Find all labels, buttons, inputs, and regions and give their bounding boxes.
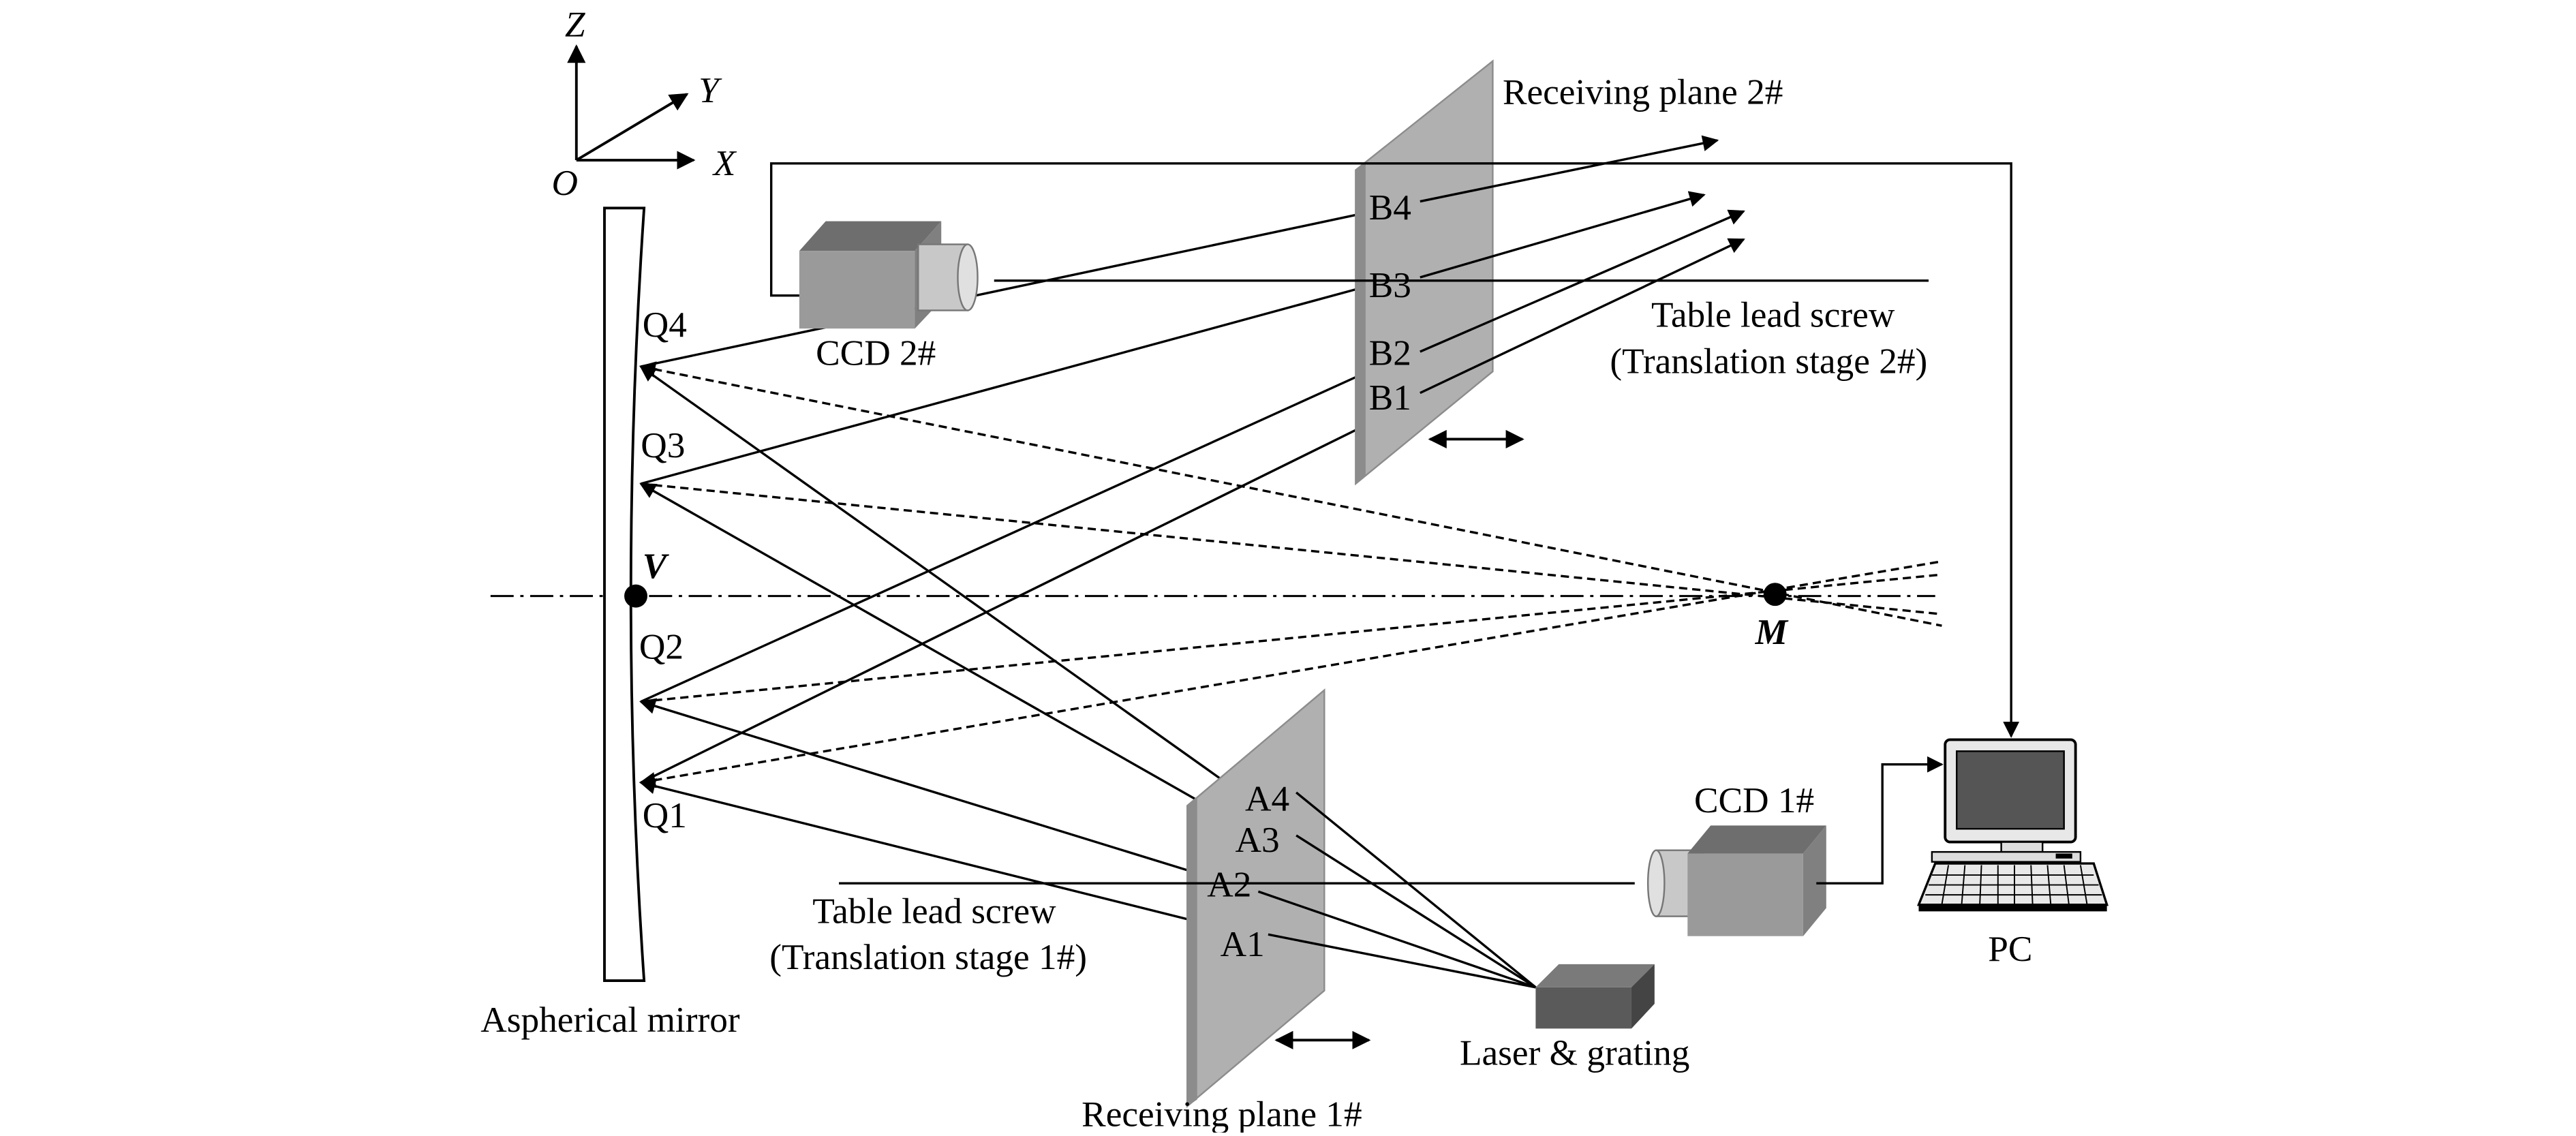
laser-beams (1257, 791, 1537, 989)
q1-label: Q1 (643, 795, 687, 835)
origin-label: O (551, 163, 578, 203)
plane2-label: Receiving plane 2# (1503, 72, 1783, 112)
receiving-plane-1 (1186, 688, 1325, 1108)
incident-rays (639, 365, 1243, 933)
screw1-line2: (Translation stage 1#) (769, 937, 1087, 977)
focus-point (1763, 583, 1787, 607)
ccd2-label: CCD 2# (816, 333, 936, 373)
vertex-point (624, 584, 647, 608)
a3-label: A3 (1235, 820, 1279, 860)
receiving-plane-2 (1355, 59, 1494, 486)
ccd1-pc-cable (1816, 756, 1944, 885)
aspherical-mirror (603, 206, 646, 983)
a1-label: A1 (1221, 924, 1265, 964)
ccd2-pc-cable (769, 162, 2020, 738)
x-axis-label: X (712, 143, 737, 183)
focus-label: M (1755, 612, 1789, 652)
dashed-rays (639, 361, 1942, 788)
q2-label: Q2 (639, 627, 684, 667)
screw2-line2: (Translation stage 2#) (1610, 341, 1927, 382)
z-axis-label: Z (565, 4, 586, 44)
b3-label: B3 (1369, 265, 1411, 305)
q3-label: Q3 (641, 425, 685, 465)
ccd-1-camera (1646, 825, 1826, 936)
vertex-label: V (643, 546, 670, 586)
laser-label: Laser & grating (1460, 1033, 1689, 1073)
a4-label: A4 (1245, 779, 1289, 819)
ccd-2-camera (799, 221, 979, 329)
a2-label: A2 (1207, 865, 1251, 905)
plane1-label: Receiving plane 1# (1082, 1094, 1362, 1133)
coordinate-axes: Z Y X O (551, 4, 737, 203)
b4-label: B4 (1369, 187, 1411, 228)
pc-label: PC (1988, 929, 2032, 969)
laser-grating (1535, 964, 1655, 1029)
reflected-rays (640, 213, 1358, 784)
b1-label: B1 (1369, 378, 1411, 418)
screw1-line1: Table lead screw (812, 891, 1056, 931)
ccd1-label: CCD 1# (1694, 780, 1814, 820)
mirror-label: Aspherical mirror (480, 1000, 740, 1040)
b2-label: B2 (1369, 333, 1411, 373)
y-axis-label: Y (699, 70, 722, 110)
q4-label: Q4 (643, 305, 687, 345)
screw2-line1: Table lead screw (1651, 295, 1895, 335)
pc-computer (1916, 738, 2109, 912)
